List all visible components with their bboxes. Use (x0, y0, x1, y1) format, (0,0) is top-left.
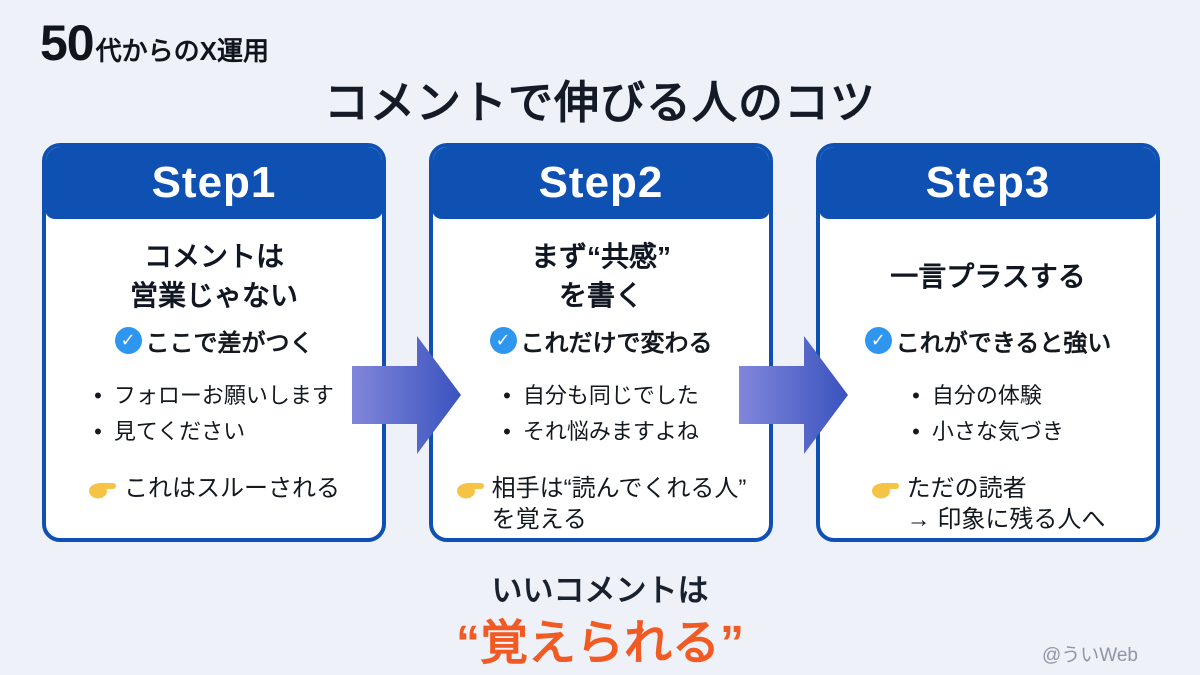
pointing-finger-icon (871, 483, 899, 499)
step2-check-text: これだけで変わる (520, 330, 713, 357)
bullet-text: 自分の体験 (931, 383, 1042, 408)
author-credit: @ういWeb (1041, 645, 1138, 666)
bullet-text: 見てください (113, 418, 246, 444)
check-circle-icon: ✓ (489, 327, 517, 354)
step2-bullet-list: 自分も同じでした それ悩みますよね (445, 378, 757, 449)
list-item: 自分の体験 (912, 378, 1064, 414)
list-item: それ悩みますよね (503, 414, 699, 450)
step3-check-text: これができると強い (895, 330, 1112, 357)
page-title: コメントで伸びる人のコツ (323, 77, 876, 128)
step1-heading: コメントは 営業じゃない (129, 241, 298, 311)
pointing-finger-icon (89, 483, 116, 499)
footer-statement: いいコメントは (491, 573, 709, 608)
step2-finger-row: 相手は“読んでくれる人” を覚える (445, 473, 757, 535)
pointing-finger-icon (456, 483, 484, 499)
step1-body: コメントは 営業じゃない ✓ ここで差がつく フォローお願いします 見てください… (46, 219, 382, 504)
step1-header: Step1 (46, 147, 382, 219)
step3-check-row: ✓ これができると強い (832, 323, 1144, 358)
step1-finger-text: これはスルーされる (124, 475, 340, 503)
list-item: 自分も同じでした (503, 378, 699, 414)
bullet-text: それ悩みますよね (522, 418, 699, 444)
step3-card: Step3 一言プラスする ✓ これができると強い 自分の体験 小さな気づき た… (816, 143, 1160, 542)
footer-highlight: “覚えられる” (455, 617, 744, 670)
list-item: フォローお願いします (94, 378, 334, 414)
list-item: 小さな気づき (912, 414, 1064, 450)
flow-arrow-icon (352, 336, 461, 454)
step2-card: Step2 まず“共感” を書く ✓ これだけで変わる 自分も同じでした それ悩… (429, 143, 773, 542)
list-item: 見てください (94, 414, 334, 450)
step3-heading: 一言プラスする (890, 260, 1086, 292)
step3-finger-row: ただの読者 → 印象に残る人へ (832, 473, 1144, 535)
check-circle-icon: ✓ (864, 327, 892, 354)
step1-bullet-list: フォローお願いします 見てください (58, 378, 370, 449)
brand-tagline-number: 50 (40, 15, 95, 71)
brand-tagline-text: 代からのX運用 (95, 36, 269, 66)
step2-body: まず“共感” を書く ✓ これだけで変わる 自分も同じでした それ悩みますよね … (433, 219, 769, 536)
brand-tagline: 50 代からのX運用 (40, 14, 269, 72)
step3-header: Step3 (820, 147, 1156, 219)
bullet-text: 小さな気づき (931, 418, 1064, 444)
step3-finger-text: ただの読者 → 印象に残る人へ (906, 475, 1106, 534)
step3-bullet-list: 自分の体験 小さな気づき (832, 378, 1144, 449)
bullet-text: 自分も同じでした (522, 383, 699, 408)
flow-arrow-icon (739, 336, 848, 454)
step1-card: Step1 コメントは 営業じゃない ✓ ここで差がつく フォローお願いします … (42, 143, 386, 542)
step3-body: 一言プラスする ✓ これができると強い 自分の体験 小さな気づき ただの読者 →… (820, 219, 1156, 536)
step2-heading: まず“共感” を書く (530, 241, 671, 311)
step1-check-row: ✓ ここで差がつく (58, 323, 370, 358)
step1-check-text: ここで差がつく (145, 330, 314, 357)
check-circle-icon: ✓ (114, 327, 142, 354)
step2-header: Step2 (433, 147, 769, 219)
step1-finger-row: これはスルーされる (58, 473, 370, 504)
bullet-text: フォローお願いします (113, 383, 334, 408)
step2-finger-text: 相手は“読んでくれる人” を覚える (491, 475, 747, 534)
step2-check-row: ✓ これだけで変わる (445, 323, 757, 358)
